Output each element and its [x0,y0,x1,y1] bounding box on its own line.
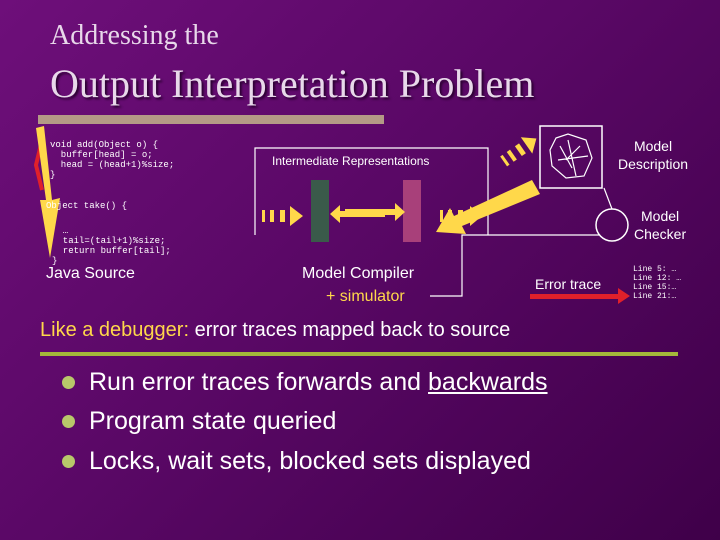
error-trace-arrow [530,288,630,304]
source-arrow [36,126,60,258]
model-checker-line-2: Checker [634,226,687,242]
model-compiler-label: Model Compiler [302,265,415,282]
model-graph-icon [549,133,593,179]
code-block-add: void add(Object o) { buffer[head] = o; h… [50,140,175,180]
bullet-dot-icon [62,376,75,389]
bullet-text: Locks, wait sets, blocked sets displayed [89,447,531,475]
bullet-item: Locks, wait sets, blocked sets displayed [62,447,531,476]
trace-line: Line 5: … [633,265,677,274]
bullet-item: Program state queried [62,407,336,436]
code-block-take-header: Object take() { [46,201,128,211]
page-title: Output Interpretation Problem [50,61,535,106]
bullet-item: Run error traces forwards and backwards [62,368,548,397]
checker-connector [603,187,613,210]
model-checker-label: Model Checker [634,207,686,243]
backwards-link[interactable]: backwards [428,368,548,396]
subtitle-rest: error traces mapped back to source [189,319,511,341]
error-trace-label: Error trace [535,276,602,292]
striped-arrow-left [262,206,303,226]
trace-line: Line 21:… [633,292,677,301]
bullet-text: Run error traces forwards and backwards [89,368,548,397]
simulator-label: + simulator [326,288,405,305]
trace-line: Line 15:… [633,283,677,292]
subtitle-underline-bar [40,352,678,356]
title-underline-bar [38,115,384,124]
ir-bracket [254,147,489,235]
bullet-dot-icon [62,415,75,428]
title-line-1: Addressing the [50,20,219,51]
bullet-dot-icon [62,455,75,468]
bullet-text: Program state queried [89,407,337,435]
model-description-line-1: Model [633,138,673,154]
ir-arrow-left [330,205,385,223]
model-description-label: Model Description [618,137,688,173]
java-source-label: Java Source [46,265,135,282]
model-description-line-2: Description [618,156,689,172]
code-block-take-body: … tail=(tail+1)%size; return buffer[tail… [52,226,171,266]
intermediate-representations-label: Intermediate Representations [272,154,430,168]
ir-box-green [311,180,329,242]
model-checker-circle [595,208,629,242]
compiler-bracket [430,234,600,297]
model-checker-line-1: Model [641,208,680,224]
model-description-box [539,125,603,189]
subtitle: Like a debugger: error traces mapped bac… [40,319,510,342]
description-to-compiler-arrow [436,180,540,234]
striped-arrow-description [500,137,537,167]
bullet-text-part: Run error traces forwards and [89,368,429,396]
trace-line: Line 12: … [633,274,682,283]
subtitle-prefix: Like a debugger: [40,319,190,341]
ir-box-pink [403,180,421,242]
